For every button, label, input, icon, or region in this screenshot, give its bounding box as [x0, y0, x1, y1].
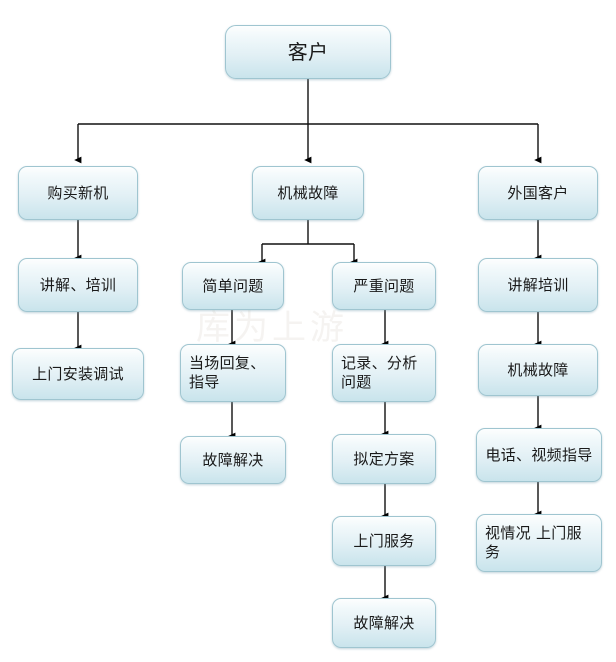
node-mechanical-fault[interactable]: 机械故障 [252, 166, 364, 220]
node-foreign-customer[interactable]: 外国客户 [478, 166, 598, 220]
node-mechanical-fault-foreign[interactable]: 机械故障 [478, 344, 598, 396]
node-phone-video-guidance[interactable]: 电话、视频指导 [476, 428, 602, 482]
node-record-analyze-problem[interactable]: 记录、分析问题 [332, 344, 436, 402]
node-onsite-service[interactable]: 上门服务 [332, 516, 436, 566]
node-draft-plan[interactable]: 拟定方案 [332, 434, 436, 484]
node-fault-resolved-b[interactable]: 故障解决 [332, 598, 436, 648]
node-fault-resolved-a[interactable]: 故障解决 [180, 436, 286, 484]
node-onsite-service-if-needed[interactable]: 视情况 上门服务 [476, 514, 602, 572]
node-severe-problem[interactable]: 严重问题 [332, 262, 436, 310]
node-onsite-reply-guidance[interactable]: 当场回复、指导 [180, 344, 286, 402]
node-explain-training-foreign[interactable]: 讲解培训 [478, 258, 598, 312]
node-onsite-install-debug[interactable]: 上门安装调试 [12, 348, 144, 400]
node-buy-new-machine[interactable]: 购买新机 [18, 166, 138, 220]
node-customer-root[interactable]: 客户 [225, 25, 391, 79]
node-explain-training[interactable]: 讲解、培训 [18, 258, 138, 312]
node-simple-problem[interactable]: 简单问题 [182, 262, 284, 310]
watermark: 库为上游 [196, 308, 348, 348]
